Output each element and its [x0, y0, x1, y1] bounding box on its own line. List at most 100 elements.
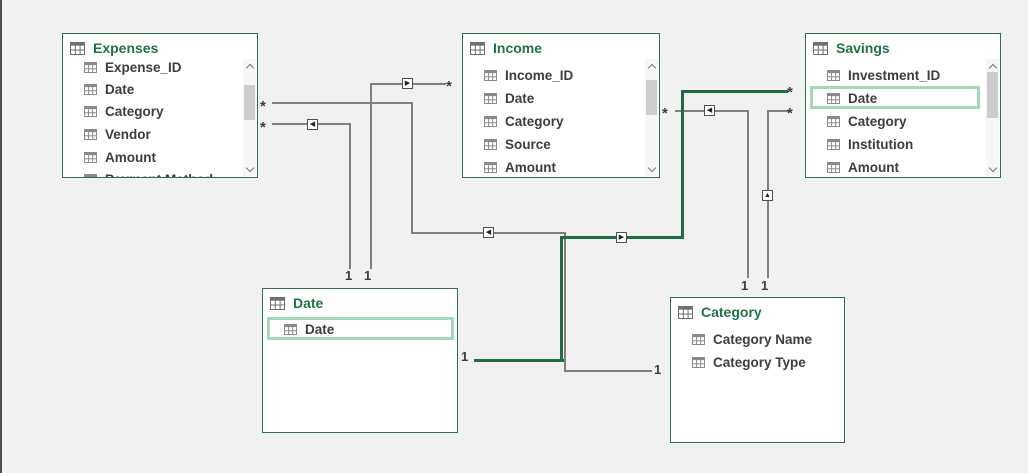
cardinality-one-label: 1 [345, 268, 353, 283]
scrollbar[interactable] [645, 59, 658, 176]
relationship-line-expenses-category[interactable] [272, 102, 413, 104]
field-category[interactable]: Category [827, 111, 907, 132]
field-label: Amount [505, 160, 556, 175]
relationship-line-expenses-category[interactable] [411, 102, 413, 234]
scrollbar-thumb[interactable] [646, 80, 657, 115]
field-category-name[interactable]: Category Name [692, 329, 812, 350]
column-icon [84, 152, 97, 163]
field-label: Category Name [713, 332, 813, 347]
filter-direction-right-icon[interactable]: ▶ [616, 232, 627, 243]
table-title: Income [493, 40, 543, 56]
column-icon [692, 357, 705, 368]
scrollbar-thumb[interactable] [987, 72, 998, 118]
table-icon [678, 305, 693, 319]
column-icon [827, 70, 840, 81]
table-income[interactable]: Income Income_ID Date Category Source Am… [462, 33, 660, 178]
table-category-header[interactable]: Category [678, 303, 762, 321]
field-date[interactable]: Date [484, 88, 534, 109]
column-icon [827, 139, 840, 150]
field-category-type[interactable]: Category Type [692, 352, 806, 373]
relationship-line-date-savings-active[interactable] [681, 90, 684, 239]
scroll-down-icon[interactable] [243, 162, 256, 176]
scrollbar[interactable] [986, 59, 999, 176]
field-label: Category [105, 104, 164, 119]
table-icon [270, 296, 285, 310]
table-savings[interactable]: Savings Investment_ID Date Category Inst… [805, 33, 1001, 178]
chevron-down-icon [647, 163, 656, 172]
field-date-selected[interactable]: Date [284, 319, 334, 340]
relationship-line-date-income[interactable] [370, 83, 372, 269]
field-label: Date [105, 82, 135, 97]
field-investment-id[interactable]: Investment_ID [827, 65, 940, 86]
table-savings-header[interactable]: Savings [813, 39, 890, 57]
field-amount[interactable]: Amount [84, 147, 156, 168]
filter-direction-left-icon[interactable]: ◀ [704, 105, 715, 116]
relationship-line-date-savings-active[interactable] [560, 236, 563, 362]
field-label: Category [848, 114, 907, 129]
cardinality-many-label: * [446, 78, 452, 95]
cardinality-many-label: * [260, 119, 266, 136]
table-income-header[interactable]: Income [470, 39, 542, 57]
column-icon [827, 93, 840, 104]
selected-field-highlight [267, 317, 454, 340]
field-date-selected[interactable]: Date [827, 88, 877, 109]
table-title: Category [701, 304, 762, 320]
filter-direction-up-icon[interactable]: ▲ [762, 190, 773, 201]
scroll-down-icon[interactable] [986, 162, 999, 176]
filter-left-glyph: ◀ [706, 107, 713, 114]
column-icon [484, 139, 497, 150]
filter-left-glyph: ◀ [485, 229, 492, 236]
field-income-id[interactable]: Income_ID [484, 65, 573, 86]
field-date[interactable]: Date [84, 79, 134, 100]
relationship-line-income-category[interactable] [747, 110, 749, 278]
scroll-down-icon[interactable] [645, 162, 658, 176]
table-date[interactable]: Date Date [262, 288, 458, 433]
cardinality-one-label: 1 [741, 278, 749, 293]
filter-direction-right-icon[interactable]: ▶ [402, 78, 413, 89]
field-category[interactable]: Category [84, 101, 164, 122]
field-label: Source [505, 137, 551, 152]
field-source[interactable]: Source [484, 134, 551, 155]
field-expense-id[interactable]: Expense_ID [84, 57, 182, 78]
field-label: Category [505, 114, 564, 129]
filter-direction-left-icon[interactable]: ◀ [307, 119, 318, 130]
chevron-down-icon [988, 163, 997, 172]
field-category[interactable]: Category [484, 111, 564, 132]
column-icon [84, 129, 97, 140]
scrollbar-thumb[interactable] [244, 85, 255, 120]
table-expenses-header[interactable]: Expenses [70, 39, 158, 57]
cardinality-one-label: 1 [654, 362, 662, 377]
relationship-line-savings-category[interactable] [768, 110, 789, 112]
column-icon [84, 62, 97, 73]
field-label: Vendor [105, 127, 151, 142]
filter-right-glyph: ▶ [618, 234, 625, 241]
filter-right-glyph: ▶ [404, 80, 411, 87]
field-label: Amount [848, 160, 899, 175]
field-payment-method[interactable]: Payment Method [84, 169, 213, 177]
relationship-line-expenses-date[interactable] [349, 123, 351, 269]
table-date-header[interactable]: Date [270, 294, 323, 312]
relationship-line-expenses-category[interactable] [564, 232, 566, 372]
table-title: Date [293, 295, 324, 311]
field-institution[interactable]: Institution [827, 134, 913, 155]
scroll-up-icon[interactable] [645, 59, 658, 73]
column-icon [84, 106, 97, 117]
field-vendor[interactable]: Vendor [84, 124, 151, 145]
cardinality-one-label: 1 [461, 349, 469, 364]
field-amount[interactable]: Amount [827, 157, 899, 177]
relationship-line-date-savings-active[interactable] [474, 359, 564, 362]
filter-direction-left-icon[interactable]: ◀ [483, 227, 494, 238]
cardinality-one-label: 1 [364, 268, 372, 283]
column-icon [484, 70, 497, 81]
cardinality-one-label: 1 [761, 278, 769, 293]
field-label: Investment_ID [848, 68, 941, 83]
cardinality-many-label: * [787, 84, 793, 101]
table-expenses[interactable]: Expenses Expense_ID Date Category Vendor… [62, 33, 258, 178]
scrollbar[interactable] [243, 59, 256, 176]
relationship-line-date-savings-active[interactable] [681, 90, 788, 93]
field-amount[interactable]: Amount [484, 157, 556, 177]
scroll-up-icon[interactable] [243, 59, 256, 73]
relationship-line-expenses-category[interactable] [564, 370, 652, 372]
scroll-up-icon[interactable] [986, 59, 999, 73]
table-category[interactable]: Category Category Name Category Type [670, 297, 845, 443]
